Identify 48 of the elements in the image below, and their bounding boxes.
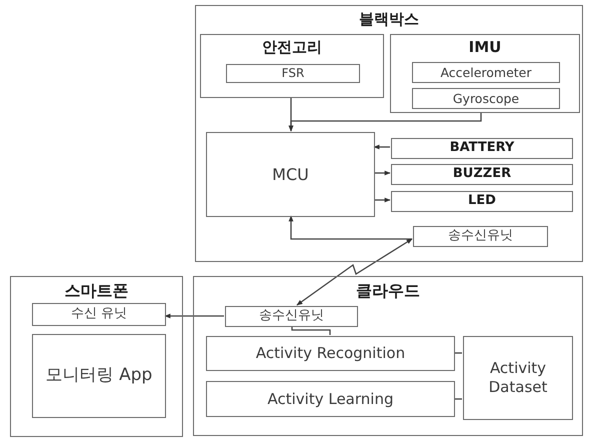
component-box (391, 138, 573, 159)
connector-line (454, 398, 462, 400)
component-label: 송수신유닛 (258, 308, 325, 325)
group-panel (390, 34, 580, 113)
connector-line (454, 352, 462, 354)
group-panel (193, 276, 583, 436)
component-label: MCU (271, 164, 310, 184)
component-label: 모니터링 App (44, 365, 154, 387)
arrow (164, 314, 224, 318)
component-box (391, 164, 573, 185)
component-box (412, 62, 560, 83)
component-box (206, 132, 375, 217)
component-label: BATTERY (448, 140, 516, 157)
arrow (374, 170, 391, 176)
group-title: 클라우드 (356, 282, 420, 300)
component-box (206, 381, 455, 417)
group-title: IMU (468, 39, 502, 56)
group-panel (200, 34, 384, 98)
component-box (391, 191, 573, 212)
component-label: Activity Dataset (488, 359, 548, 397)
arrow (288, 112, 482, 132)
arrow (374, 198, 391, 202)
arrow (288, 215, 412, 240)
component-label: LED (467, 193, 497, 210)
component-label: 수신 유닛 (70, 306, 128, 323)
component-label: 송수신유닛 (447, 228, 514, 245)
component-box (225, 306, 358, 327)
connector-line (291, 326, 331, 335)
component-label: Accelerometer (439, 64, 533, 80)
arrow (373, 144, 390, 150)
group-title: 안전고리 (262, 39, 322, 56)
group-title: 블랙박스 (359, 11, 419, 28)
component-label: BUZZER (452, 166, 512, 183)
component-box (412, 88, 560, 109)
component-box (463, 336, 573, 420)
component-box (32, 334, 166, 418)
group-panel (10, 276, 183, 437)
arrow (296, 238, 412, 306)
component-label: FSR (280, 66, 306, 81)
component-label: Activity Learning (266, 390, 394, 408)
component-box (32, 303, 166, 326)
component-box (226, 64, 360, 83)
component-label: Activity Recognition (254, 344, 406, 363)
component-box (206, 336, 455, 371)
component-label: Gyroscope (452, 90, 520, 106)
group-panel (195, 5, 583, 262)
component-box (413, 226, 548, 247)
group-title: 스마트폰 (64, 282, 128, 300)
